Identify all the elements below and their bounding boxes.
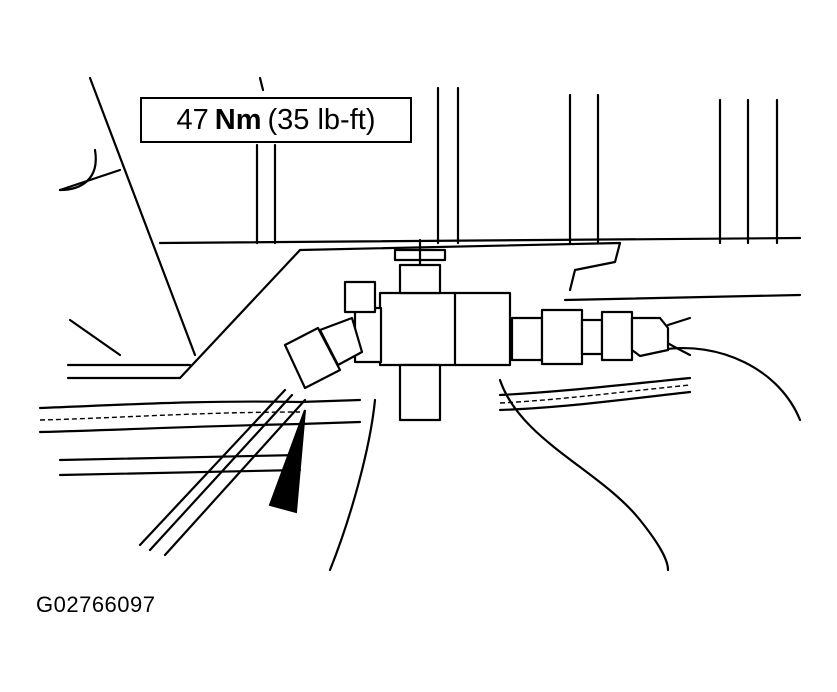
lower-frame xyxy=(58,453,302,477)
tee-fitting xyxy=(343,263,512,422)
reservoir-tank xyxy=(328,347,802,572)
mounting-bolt xyxy=(393,238,447,267)
right-line-fitting xyxy=(510,308,692,366)
torque-unit: Nm xyxy=(214,103,262,136)
figure-id-caption: G02766097 xyxy=(36,592,156,617)
left-body-panel xyxy=(58,76,197,357)
crossmember-bracket xyxy=(66,236,802,380)
elbow-fitting-and-hose xyxy=(138,316,364,557)
pointer-arrow xyxy=(268,409,306,514)
torque-value: 47 xyxy=(176,103,209,136)
background-frame-rails xyxy=(255,76,779,245)
torque-secondary: (35 lb-ft) xyxy=(267,103,376,136)
